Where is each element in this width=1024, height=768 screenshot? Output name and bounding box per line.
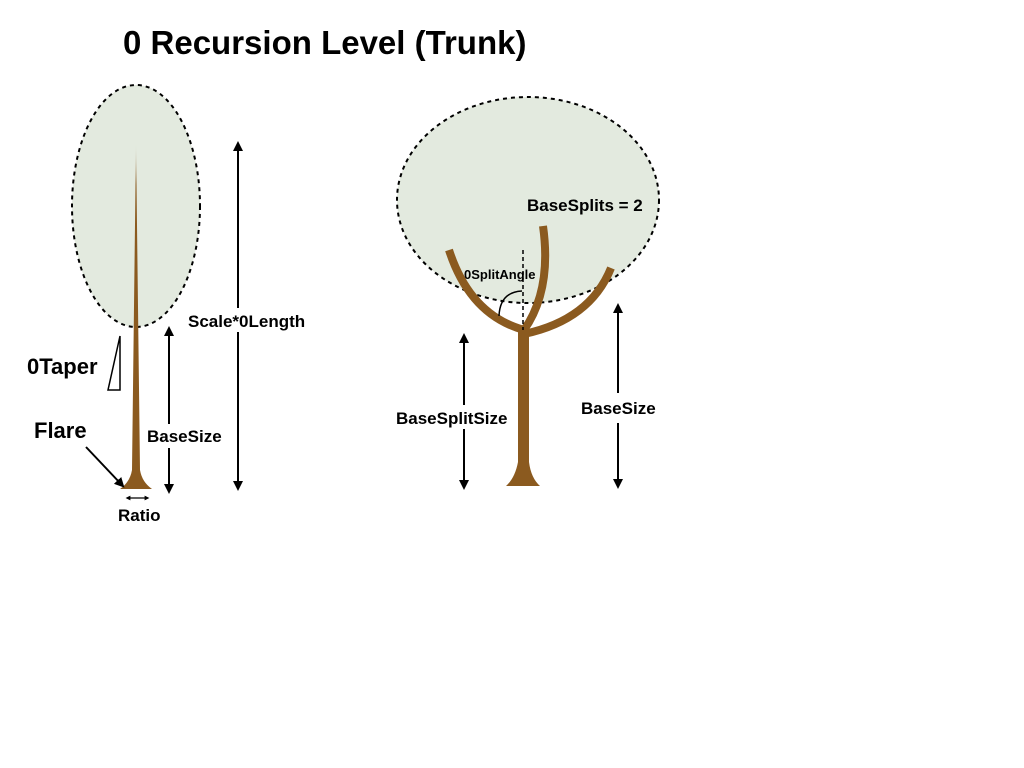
base-split-size-label: BaseSplitSize bbox=[396, 409, 508, 428]
scale-length-label: Scale*0Length bbox=[188, 312, 305, 331]
flare-label: Flare bbox=[34, 418, 87, 443]
right-tree: 0SplitAngle BaseSplits = 2 BaseSplitSize… bbox=[394, 96, 664, 490]
right-branch bbox=[523, 266, 615, 338]
left-base-size-label: BaseSize bbox=[147, 427, 222, 446]
base-split-size-label-bg bbox=[394, 405, 514, 429]
right-trunk bbox=[506, 330, 540, 486]
left-tree: Scale*0Length BaseSize 0Taper Flare Rati… bbox=[27, 84, 314, 525]
split-angle-arc bbox=[498, 290, 523, 317]
taper-triangle-icon bbox=[107, 335, 121, 391]
taper-label: 0Taper bbox=[27, 354, 98, 379]
right-canopy-ellipse bbox=[396, 96, 660, 304]
base-splits-label: BaseSplits = 2 bbox=[527, 196, 643, 215]
scale-length-label-bg bbox=[186, 308, 314, 332]
ratio-label: Ratio bbox=[118, 506, 161, 525]
right-base-size-label: BaseSize bbox=[581, 399, 656, 418]
split-angle-label: 0SplitAngle bbox=[464, 267, 536, 282]
right-base-size-label-bg bbox=[578, 393, 664, 423]
left-base-size-label-bg bbox=[146, 424, 230, 448]
left-trunk bbox=[120, 143, 152, 489]
left-branch bbox=[445, 248, 526, 334]
flare-arrow bbox=[85, 446, 125, 488]
center-branch bbox=[520, 225, 550, 333]
diagram-title: 0 Recursion Level (Trunk) bbox=[123, 24, 526, 61]
